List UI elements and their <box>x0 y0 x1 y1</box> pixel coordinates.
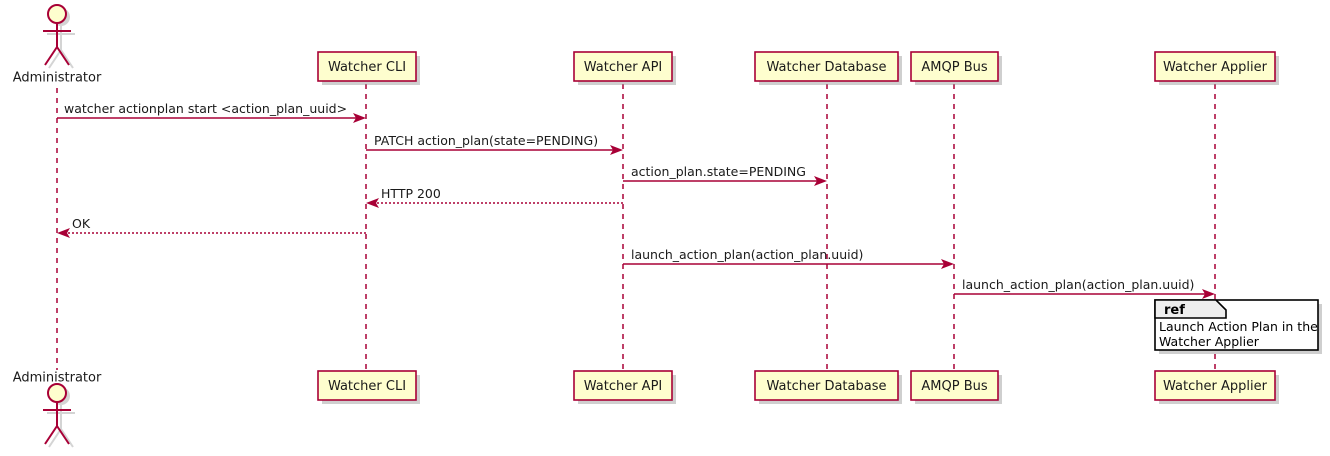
participant-watcher-api-top[interactable]: Watcher API <box>573 51 676 85</box>
participant-box-bottom[interactable] <box>754 370 899 401</box>
arrow-head-left-icon <box>366 198 379 208</box>
participant-label-watcher-applier-top: Watcher Applier <box>1163 60 1268 75</box>
participant-watcher-database-bottom[interactable]: Watcher Database <box>754 370 902 404</box>
message-2[interactable]: PATCH action_plan(state=PENDING) <box>366 133 623 155</box>
participant-box-top[interactable] <box>754 51 899 82</box>
message-label-4: HTTP 200 <box>381 186 441 201</box>
actor-figure <box>43 383 71 445</box>
message-label-5: OK <box>72 216 91 231</box>
message-5[interactable]: OK <box>57 216 366 238</box>
participant-box-top[interactable] <box>1154 51 1276 82</box>
lifelines <box>56 84 1216 370</box>
participant-label-watcher-database-bottom: Watcher Database <box>767 379 887 394</box>
participant-label-watcher-cli-top: Watcher CLI <box>328 60 406 75</box>
message-7[interactable]: launch_action_plan(action_plan.uuid) <box>954 277 1215 299</box>
actor-body-icon <box>43 402 71 445</box>
actor-figure <box>43 4 71 66</box>
participant-watcher-cli-top[interactable]: Watcher CLI <box>317 51 420 85</box>
message-label-1: watcher actionplan start <action_plan_uu… <box>64 101 347 116</box>
participant-label-watcher-cli-bottom: Watcher CLI <box>328 379 406 394</box>
actor-label-administrator-top: Administrator <box>13 71 102 86</box>
participant-box-top[interactable] <box>317 51 417 82</box>
ref-fragment[interactable]: ref Launch Action Plan in the Watcher Ap… <box>1154 299 1322 354</box>
participant-watcher-applier-bottom[interactable]: Watcher Applier <box>1154 370 1279 404</box>
message-label-3: action_plan.state=PENDING <box>631 164 806 179</box>
message-4[interactable]: HTTP 200 <box>366 186 623 208</box>
ref-fragment-line-2: Watcher Applier <box>1159 334 1260 349</box>
actor-label-administrator-bottom: Administrator <box>13 371 102 386</box>
participant-watcher-applier-top[interactable]: Watcher Applier <box>1154 51 1279 85</box>
participant-watcher-database-top[interactable]: Watcher Database <box>754 51 902 85</box>
arrow-head-right-icon <box>814 176 827 186</box>
participant-label-amqp-bus-bottom: AMQP Bus <box>921 379 987 394</box>
actor-administrator-bottom[interactable]: Administrator <box>13 371 102 448</box>
message-label-2: PATCH action_plan(state=PENDING) <box>374 133 598 148</box>
arrow-head-left-icon <box>57 228 70 238</box>
message-6[interactable]: launch_action_plan(action_plan.uuid) <box>623 247 954 269</box>
actor-administrator-top[interactable]: Administrator <box>13 4 102 86</box>
participant-box-top[interactable] <box>573 51 673 82</box>
participant-box-bottom[interactable] <box>317 370 417 401</box>
actor-body-icon <box>43 23 71 66</box>
ref-fragment-tab <box>1154 299 1227 319</box>
actor-head-icon <box>47 4 67 24</box>
message-1[interactable]: watcher actionplan start <action_plan_uu… <box>57 101 366 123</box>
participant-box-top[interactable] <box>910 51 999 82</box>
ref-fragment-keyword: ref <box>1164 303 1185 318</box>
participant-label-amqp-bus-top: AMQP Bus <box>921 60 987 75</box>
message-3[interactable]: action_plan.state=PENDING <box>623 164 827 186</box>
participant-amqp-bus-top[interactable]: AMQP Bus <box>910 51 1002 85</box>
participant-watcher-api-bottom[interactable]: Watcher API <box>573 370 676 404</box>
participant-box-bottom[interactable] <box>1154 370 1276 401</box>
participant-watcher-cli-bottom[interactable]: Watcher CLI <box>317 370 420 404</box>
participant-label-watcher-api-bottom: Watcher API <box>584 379 663 394</box>
arrow-head-right-icon <box>610 145 623 155</box>
message-label-6: launch_action_plan(action_plan.uuid) <box>631 247 863 262</box>
participant-amqp-bus-bottom[interactable]: AMQP Bus <box>910 370 1002 404</box>
participant-label-watcher-database-top: Watcher Database <box>767 60 887 75</box>
participant-box-bottom[interactable] <box>573 370 673 401</box>
ref-fragment-line-1: Launch Action Plan in the <box>1159 319 1318 334</box>
participant-label-watcher-applier-bottom: Watcher Applier <box>1163 379 1268 394</box>
participant-label-watcher-api-top: Watcher API <box>584 60 663 75</box>
arrow-head-right-icon <box>1202 289 1215 299</box>
arrow-head-right-icon <box>353 113 366 123</box>
arrow-head-right-icon <box>941 259 954 269</box>
message-label-7: launch_action_plan(action_plan.uuid) <box>962 277 1194 292</box>
actor-head-icon <box>47 383 67 403</box>
participant-box-bottom[interactable] <box>910 370 999 401</box>
